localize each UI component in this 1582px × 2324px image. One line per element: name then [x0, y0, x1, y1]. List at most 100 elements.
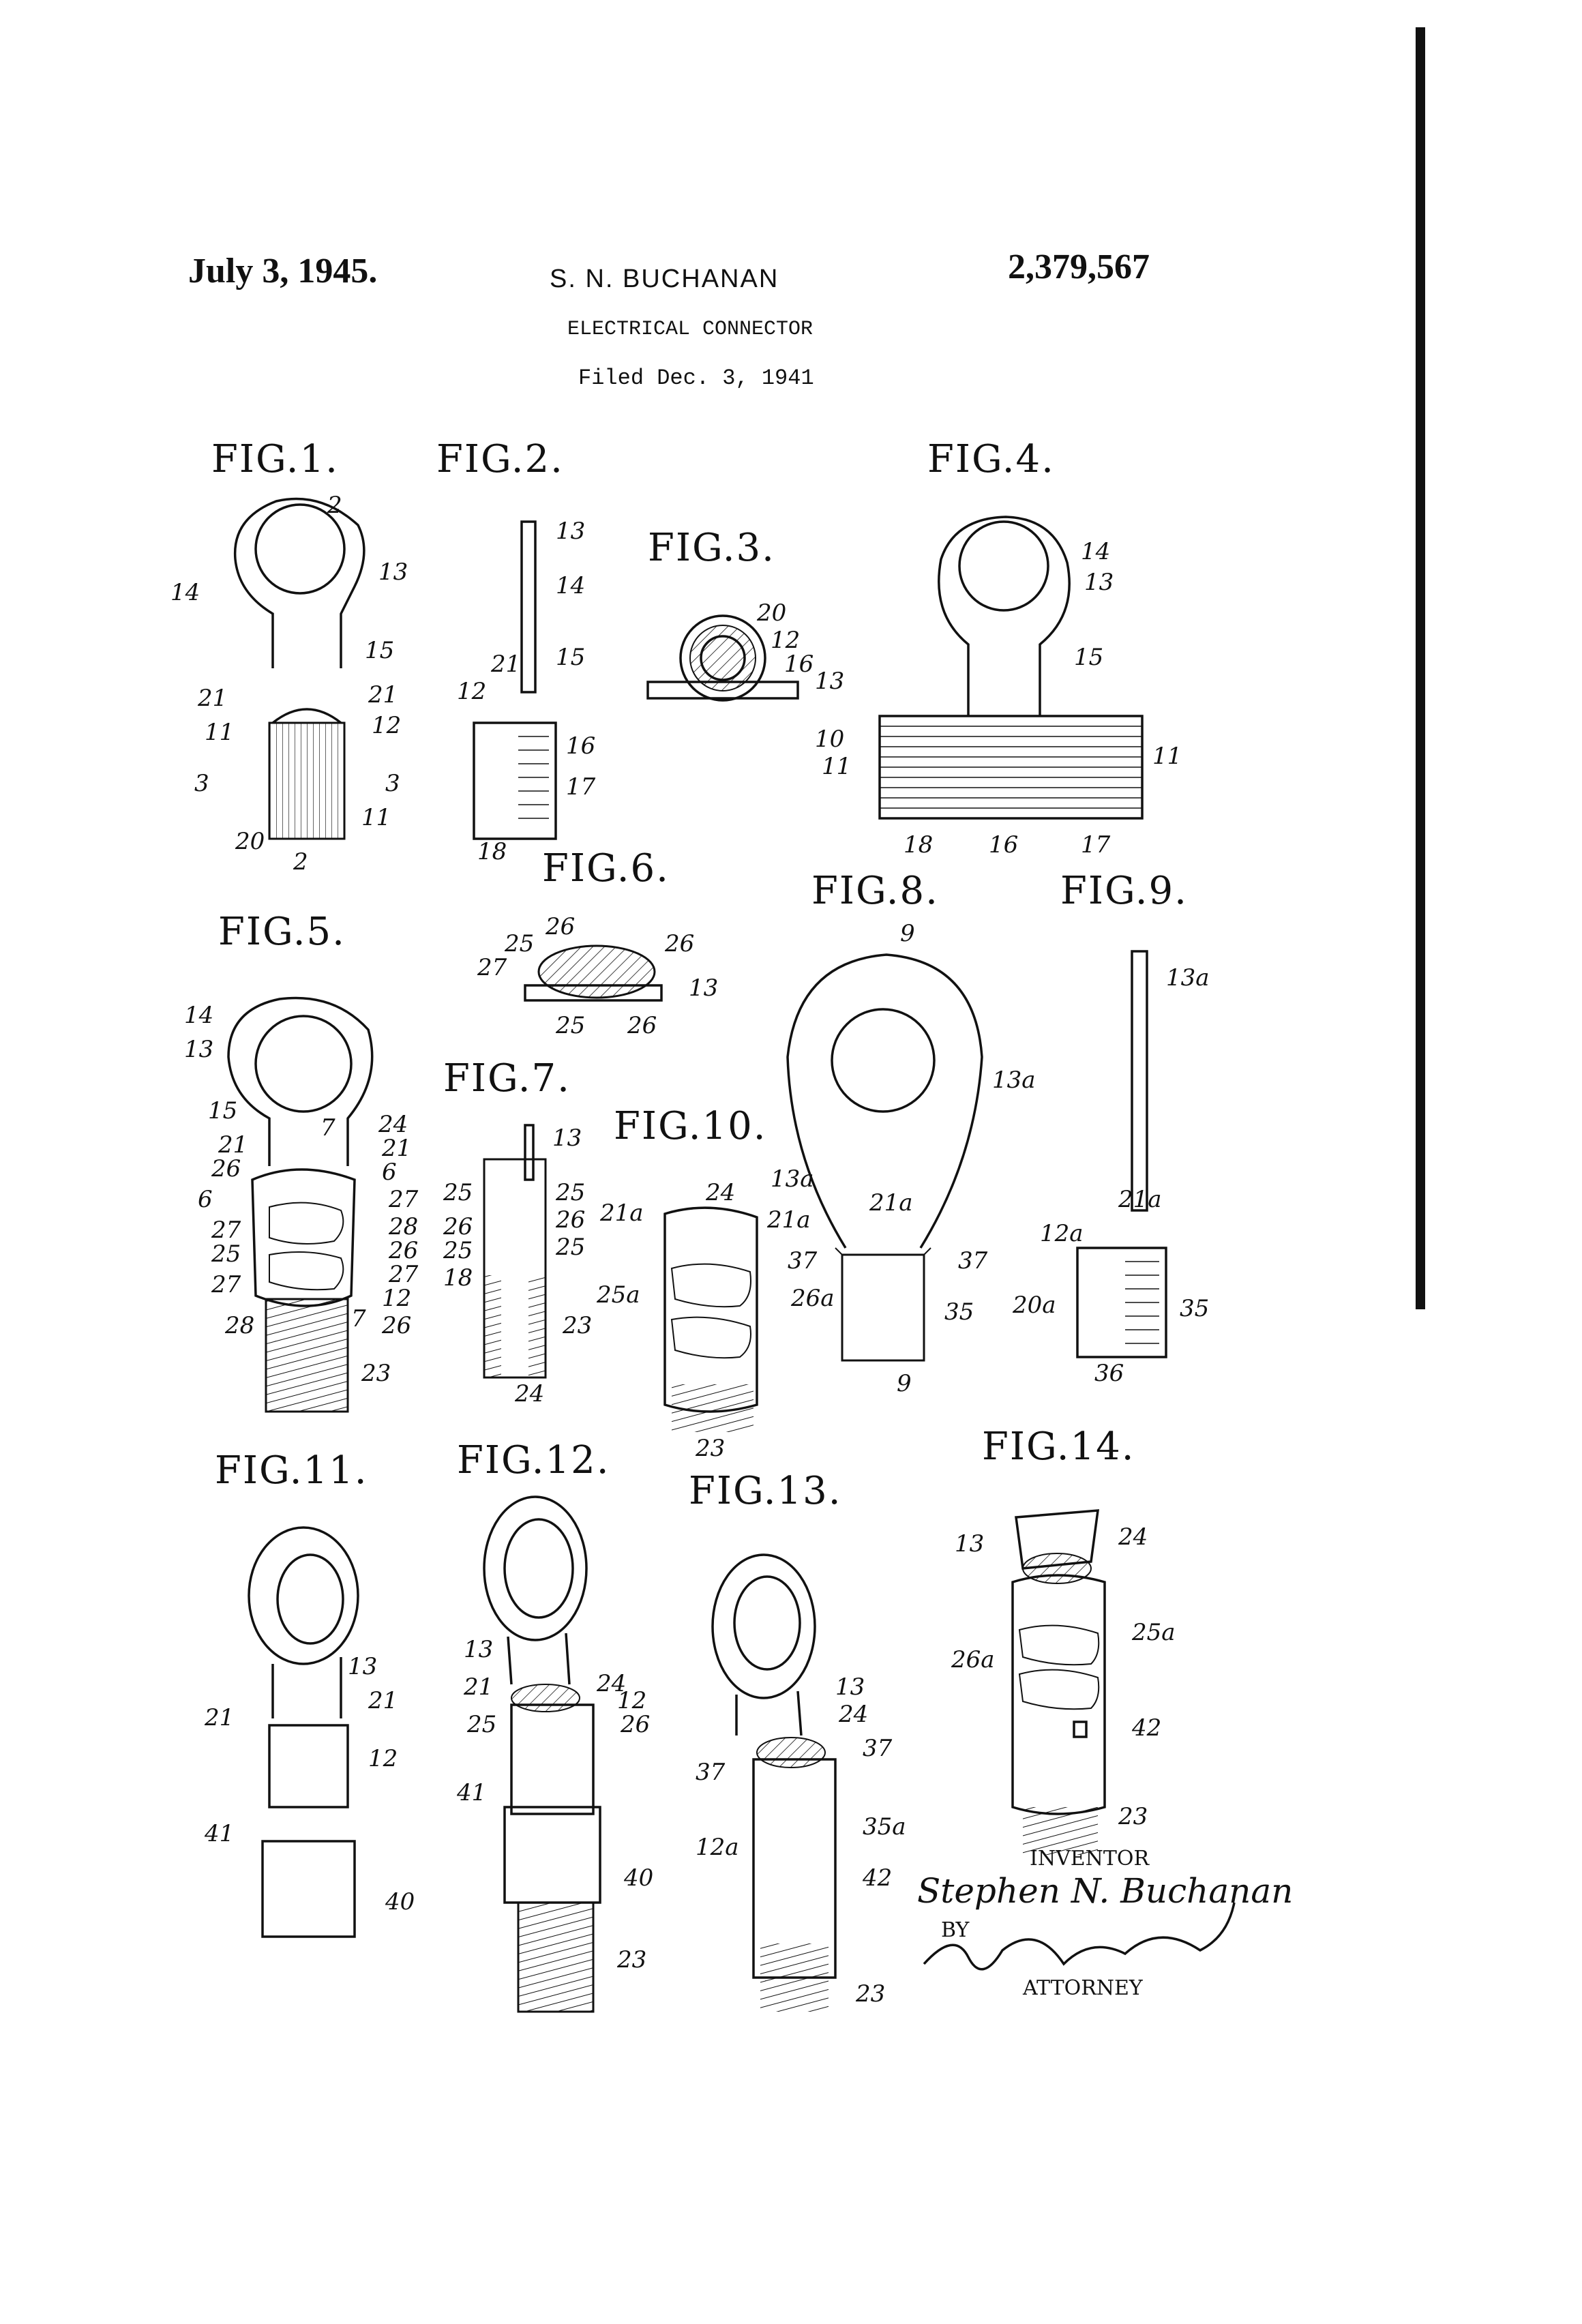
- fig14-ref-numeral: 23: [1118, 1803, 1148, 1830]
- fig4-ref-numeral: 10: [815, 726, 844, 753]
- fig10-ref-numeral: 25a: [596, 1281, 640, 1309]
- fig8-ref-numeral: 13a: [992, 1067, 1036, 1094]
- fig7-ref-numeral: 18: [443, 1264, 473, 1292]
- fig14-ref-numeral: 42: [1131, 1714, 1161, 1742]
- fig14-ref-numeral: 24: [1118, 1523, 1148, 1551]
- fig5-ref-numeral: 27: [388, 1261, 419, 1288]
- fig9-ref-numeral: 36: [1094, 1360, 1124, 1387]
- fig5-ref-numeral: 21: [381, 1135, 411, 1162]
- page-edge-bar: [1416, 27, 1425, 1309]
- fig11-ref-numeral: 41: [204, 1820, 234, 1847]
- figure-7: FIG.7. 13 25 25 26 26 25 25 18 23 24: [443, 1056, 592, 1407]
- fig2-ref-numeral: 18: [477, 838, 507, 865]
- attorney-caption: ATTORNEY: [1022, 1976, 1144, 2000]
- fig12-ref-numeral: 26: [620, 1711, 650, 1738]
- fig4-ref-numeral: 15: [1074, 644, 1103, 671]
- fig3-ref-numeral: 12: [771, 627, 800, 654]
- fig11-ref-numeral: 40: [385, 1888, 415, 1916]
- fig4-ref-numeral: 13: [1084, 569, 1114, 596]
- fig8-labels: 9 13a 21a 37 37 35 9: [788, 920, 1036, 1397]
- fig9-ref-numeral: 13a: [1166, 964, 1210, 992]
- fig3-ref-numeral: 13: [815, 668, 844, 695]
- by-caption: BY: [941, 1918, 970, 1942]
- figure-4: FIG.4. 14 13 15 10 11 11 18 16 17: [815, 437, 1182, 859]
- fig5-ref-numeral: 6: [198, 1186, 213, 1213]
- fig2-ref-numeral: 13: [556, 518, 585, 545]
- fig1-ref-numeral: 14: [170, 579, 200, 606]
- fig6-ref-numeral: 25: [555, 1012, 585, 1039]
- fig6-labels: 26 25 26 27 13 25 26: [477, 913, 718, 1039]
- fig12-ref-numeral: 13: [464, 1636, 493, 1663]
- fig5-ref-numeral: 27: [211, 1271, 241, 1298]
- fig5-ref-numeral: 28: [388, 1213, 418, 1240]
- fig12-title: FIG.12.: [457, 1438, 610, 1483]
- fig1-ref-numeral: 13: [378, 558, 408, 586]
- figure-6: FIG.6. 26 25 26 27 13 25 26: [477, 846, 718, 1039]
- figure-10: FIG.10. 24 13a 21a 21a 25a 26a 23: [596, 1104, 835, 1462]
- fig7-ref-numeral: 26: [443, 1213, 473, 1240]
- fig3-labels: 20 12 16 13: [756, 599, 844, 695]
- fig2-ref-numeral: 14: [556, 572, 585, 599]
- fig9-labels: 13a 21a 12a 20a 35 36: [1012, 964, 1210, 1387]
- fig13-ref-numeral: 35a: [863, 1813, 906, 1841]
- fig11-title: FIG.11.: [215, 1448, 368, 1493]
- fig5-ref-numeral: 6: [382, 1159, 397, 1186]
- fig5-ref-numeral: 27: [211, 1217, 241, 1244]
- fig7-ref-numeral: 26: [555, 1206, 585, 1234]
- fig10-ref-numeral: 23: [695, 1435, 725, 1462]
- fig13-title: FIG.13.: [689, 1469, 842, 1513]
- fig12-ref-numeral: 12: [617, 1687, 646, 1714]
- fig10-title: FIG.10.: [614, 1104, 767, 1148]
- fig11-labels: 13 21 21 12 41 40: [204, 1653, 415, 1916]
- figure-2: FIG.2. 13 14 15 21 12 16 17 18: [436, 437, 596, 865]
- fig5-ref-numeral: 23: [361, 1360, 391, 1387]
- fig6-ref-numeral: 13: [689, 974, 718, 1002]
- fig12-ref-numeral: 21: [463, 1673, 493, 1701]
- fig8-ref-numeral: 21a: [869, 1189, 913, 1217]
- fig9-ref-numeral: 35: [1180, 1295, 1209, 1322]
- fig4-ref-numeral: 11: [1152, 743, 1182, 770]
- fig8-ref-numeral: 9: [897, 1370, 912, 1397]
- fig6-ref-numeral: 26: [627, 1012, 657, 1039]
- fig1-labels: 2 14 13 15 21 21 11 12 3 3 11 20 2: [170, 492, 408, 876]
- fig13-ref-numeral: 37: [696, 1759, 726, 1786]
- fig4-ref-numeral: 16: [989, 831, 1018, 859]
- fig12-ref-numeral: 23: [616, 1946, 646, 1973]
- fig10-ref-numeral: 21a: [766, 1206, 811, 1234]
- signature-block: INVENTOR Stephen N. Buchanan BY ATTORNEY: [917, 1847, 1293, 2000]
- fig3-title: FIG.3.: [648, 526, 775, 570]
- fig13-labels: 13 24 37 37 35a 12a 42 23: [696, 1673, 906, 2008]
- fig8-ref-numeral: 35: [944, 1298, 974, 1326]
- fig7-labels: 13 25 25 26 26 25 25 18 23 24: [443, 1124, 592, 1407]
- figure-12: FIG.12. 13 24 21 12 25 26 41 40 23: [456, 1438, 653, 2013]
- fig5-ref-numeral: 21: [218, 1131, 248, 1159]
- fig12-labels: 13 24 21 12 25 26 41 40 23: [456, 1636, 653, 1973]
- fig5-ref-numeral: 14: [184, 1002, 213, 1029]
- figure-8: FIG.8. 9 13a 21a 37 37 35 9: [786, 869, 1036, 1397]
- fig5-ref-numeral: 7: [320, 1114, 335, 1142]
- fig6-ref-numeral: 25: [504, 930, 534, 957]
- fig1-ref-numeral: 3: [194, 770, 209, 797]
- fig4-title: FIG.4.: [927, 437, 1055, 481]
- fig5-ref-numeral: 27: [388, 1186, 419, 1213]
- fig5-labels: 14 13 15 7 24 21 21 26 6 6 27 28 27 26 2…: [184, 1002, 419, 1387]
- fig8-ref-numeral: 37: [788, 1247, 818, 1275]
- fig14-labels: 13 24 26a 25a 42 23: [951, 1523, 1176, 1830]
- fig1-title: FIG.1.: [211, 437, 339, 481]
- fig13-ref-numeral: 24: [838, 1701, 868, 1728]
- fig5-title: FIG.5.: [218, 910, 346, 954]
- fig5-ref-numeral: 7: [351, 1305, 366, 1332]
- fig5-ref-numeral: 13: [184, 1036, 213, 1063]
- fig12-ref-numeral: 41: [456, 1779, 486, 1806]
- fig9-ref-numeral: 21a: [1118, 1186, 1162, 1213]
- fig5-ref-numeral: 24: [378, 1111, 408, 1138]
- fig12-ref-numeral: 25: [466, 1711, 496, 1738]
- fig8-ref-numeral: 9: [900, 920, 915, 947]
- fig7-ref-numeral: 25: [443, 1179, 473, 1206]
- fig5-ref-numeral: 26: [211, 1155, 241, 1182]
- fig6-ref-numeral: 26: [545, 913, 575, 940]
- filed-date: Filed Dec. 3, 1941: [578, 366, 814, 391]
- fig4-ref-numeral: 17: [1081, 831, 1111, 859]
- patent-date: July 3, 1945.: [188, 252, 378, 290]
